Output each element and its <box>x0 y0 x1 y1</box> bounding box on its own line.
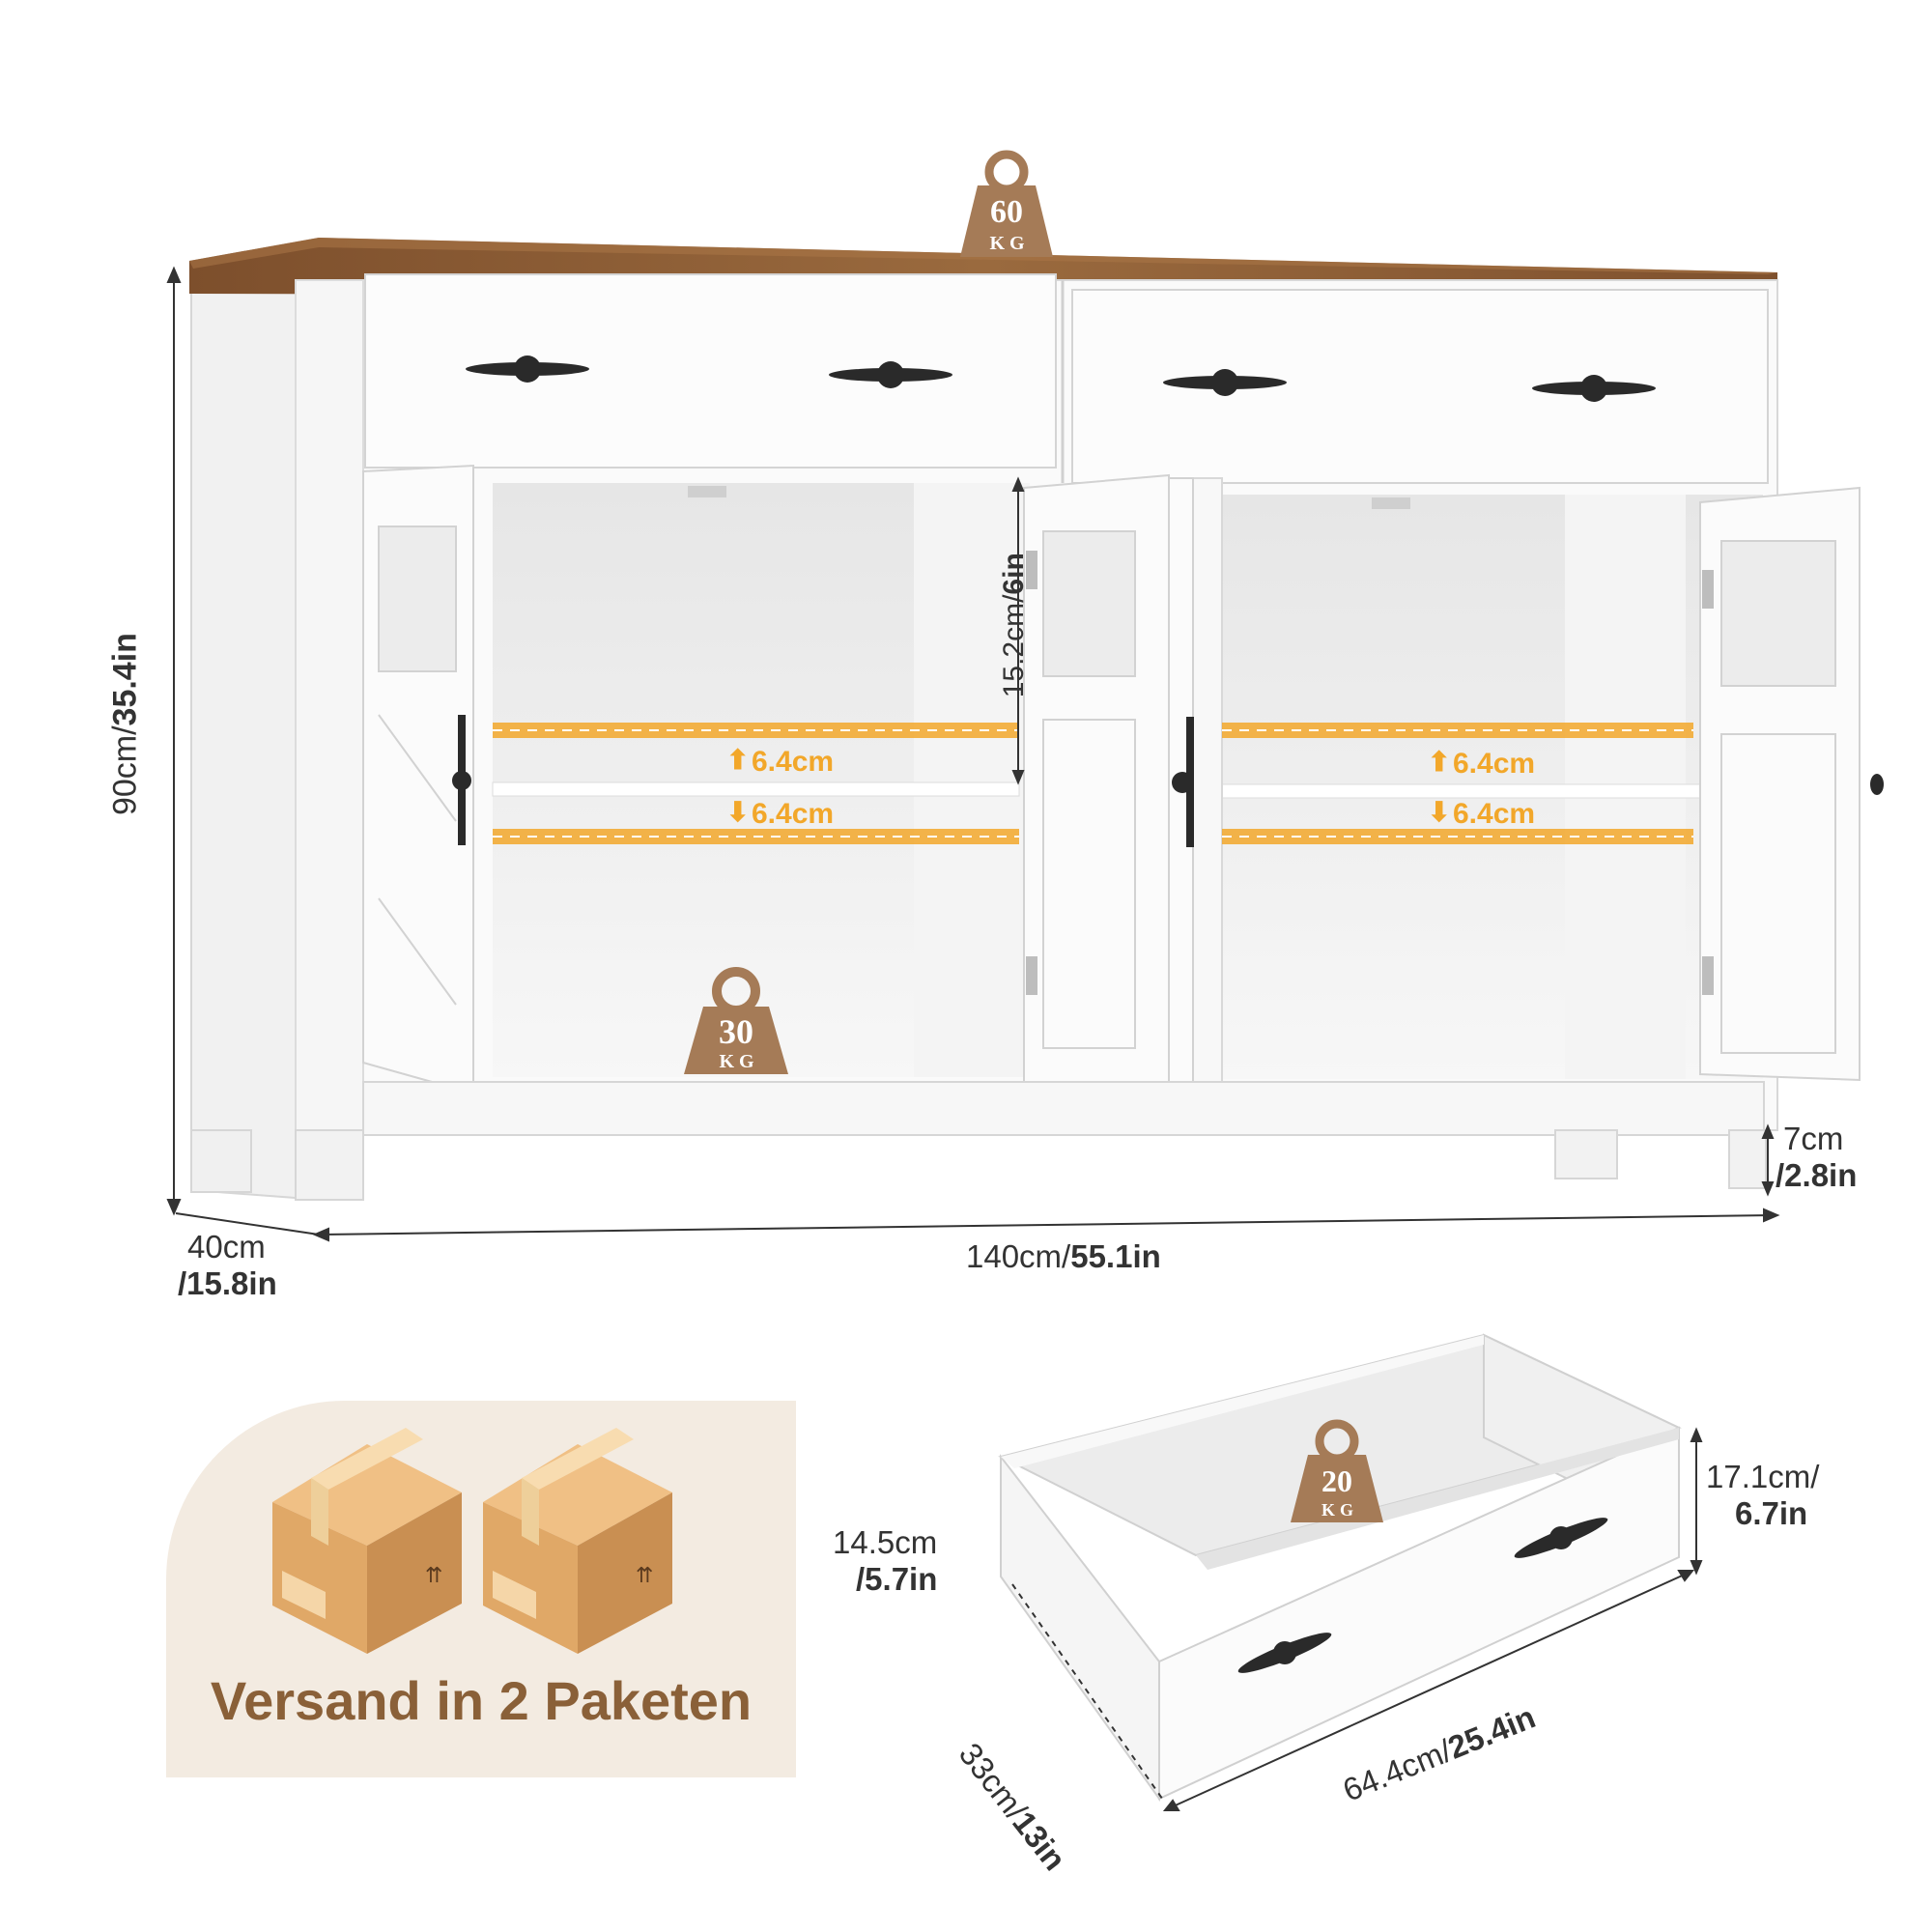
leg-front-left <box>295 1129 364 1201</box>
cabinet-height-label: 90cm/35.4in <box>106 633 144 816</box>
leg-front-right <box>1728 1129 1767 1189</box>
leg-height-label: 7cm /2.8in <box>1776 1121 1858 1193</box>
svg-text:20: 20 <box>1321 1463 1352 1498</box>
svg-text:⇈: ⇈ <box>425 1564 442 1588</box>
cabinet-depth-label: 40cm /15.8in <box>178 1229 277 1301</box>
shelf-up-label-left: 6.4cm <box>752 746 834 778</box>
svg-text:KG: KG <box>1321 1500 1358 1520</box>
shelf-down-arrow-right: ⬇ <box>1428 797 1450 827</box>
cabinet-side-panel <box>190 280 297 1200</box>
weight-badge-shelf: 30 KG <box>684 967 788 1074</box>
leg-back-left <box>190 1129 252 1193</box>
shelf-down-label-right: 6.4cm <box>1453 798 1535 830</box>
shelf-up-arrow-right: ⬆ <box>1428 747 1450 777</box>
package-box-icon-2: ⇈ <box>483 1428 672 1654</box>
svg-text:30: 30 <box>719 1012 753 1051</box>
shelf-up-label-right: 6.4cm <box>1453 748 1535 780</box>
cabinet-width-label: 140cm/55.1in <box>966 1238 1161 1274</box>
door-far-right <box>1699 486 1861 1082</box>
shelf-adjust-markers <box>493 723 1693 844</box>
shelf-spacing-label: 15.2cm/6in <box>997 553 1030 698</box>
weight-badge-top: 60 KG <box>960 150 1053 257</box>
dimension-lines <box>166 266 1780 1242</box>
drawer-front-height-label: 17.1cm/ 6.7in <box>1706 1459 1820 1531</box>
cabinet-base <box>362 1081 1765 1136</box>
svg-text:KG: KG <box>719 1051 758 1072</box>
svg-text:KG: KG <box>989 233 1029 254</box>
shelf-down-label-left: 6.4cm <box>752 798 834 830</box>
shelf-adjust-labels: ⬆ 6.4cm ⬇ 6.4cm ⬆ 6.4cm ⬇ 6.4cm <box>726 745 1535 830</box>
drawer-front-panel <box>1158 1426 1680 1801</box>
shipping-label: Versand in 2 Paketen <box>210 1670 753 1731</box>
svg-text:⇈: ⇈ <box>636 1564 653 1588</box>
door-center-left <box>1023 473 1170 1092</box>
shelf-down-arrow-left: ⬇ <box>726 797 749 827</box>
shelf-up-arrow-left: ⬆ <box>726 745 749 775</box>
drawer-inner-height-label: 14.5cm /5.7in <box>833 1524 938 1597</box>
svg-text:60: 60 <box>990 194 1023 230</box>
drawer-handles <box>466 355 1656 402</box>
leg-back-right <box>1554 1129 1618 1179</box>
weight-badge-drawer: 20 KG <box>1291 1419 1383 1522</box>
package-box-icon-1: ⇈ <box>272 1428 462 1654</box>
drawer-illustration: 20 KG <box>998 1333 1703 1811</box>
door-far-left <box>362 464 474 1095</box>
